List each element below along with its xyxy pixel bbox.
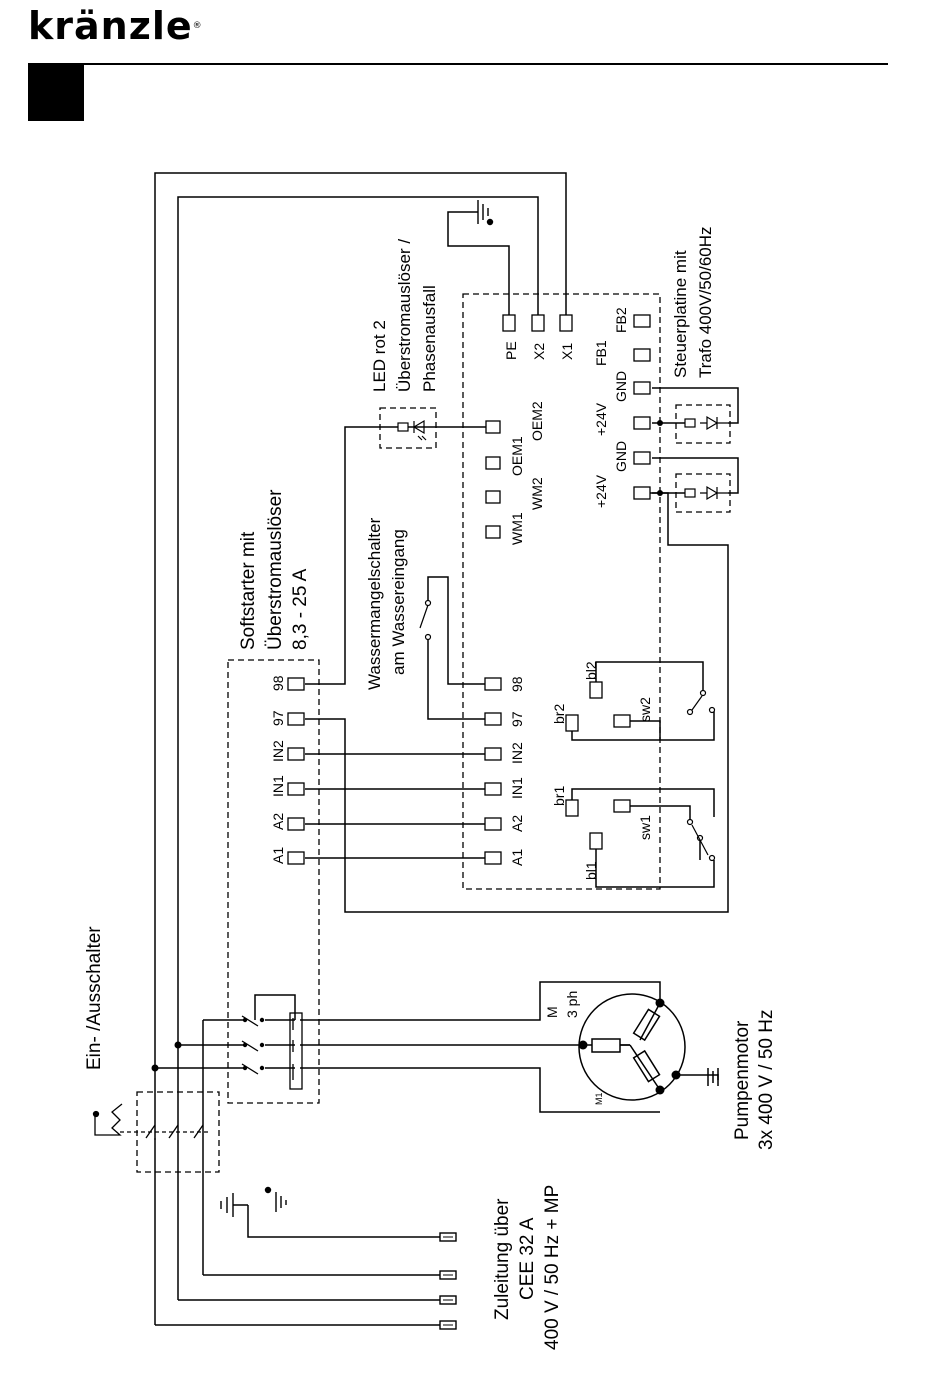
board-term-a1: A1: [509, 849, 525, 866]
board-term-in2: IN2: [509, 742, 525, 764]
motor-tag: M1: [594, 1092, 604, 1105]
softstarter-label-2: Überstromauslöser: [265, 489, 286, 650]
motor-phase-label: 3 ph: [564, 991, 580, 1018]
terminals: [287, 314, 651, 865]
main-switch-label: Ein- /Ausschalter: [84, 926, 105, 1070]
control-board-frame: [462, 293, 661, 890]
board-term-24v-b: +24V: [593, 474, 609, 508]
led-label-3: Phasenausfall: [420, 285, 439, 392]
header-rule: [28, 63, 888, 65]
pump-motor-symbol: [578, 993, 719, 1101]
control-board-label-1: Steuerplatine mit: [671, 250, 690, 378]
wire-l2: [177, 196, 539, 1300]
pump-motor-label-2: 3x 400 V / 50 Hz: [756, 1010, 777, 1150]
board-term-wm2: WM2: [529, 477, 545, 510]
pe-ground-icon: [220, 1186, 287, 1217]
ss-term-in1: IN1: [270, 775, 286, 797]
ps1-br: br1: [551, 786, 567, 806]
led-label-1: LED rot 2: [370, 320, 389, 392]
ps1-bl: bl1: [583, 861, 599, 880]
ps2-sw: sw2: [637, 697, 653, 722]
junctions: [151, 420, 681, 1095]
led-24v-a-icon: [684, 415, 728, 431]
motor-m-label: M: [544, 1006, 560, 1018]
board-ground-icon: [477, 200, 494, 226]
led-frame-24v-b: [675, 473, 731, 513]
section-marker: [28, 65, 84, 121]
softstarter-frame: [227, 659, 320, 1104]
supply-label-2: CEE 32 A: [517, 1217, 538, 1300]
ss-term-in2: IN2: [270, 740, 286, 762]
pressure-switch-contacts: [686, 689, 716, 862]
board-term-fb2: FB2: [613, 307, 629, 333]
board-term-24v-a: +24V: [593, 402, 609, 436]
main-switch-symbol: [92, 1103, 208, 1140]
board-term-fb1: FB1: [593, 340, 609, 366]
ss-term-a1: A1: [270, 847, 286, 864]
trademark-sign: ®: [192, 21, 203, 31]
board-term-in1: IN1: [509, 777, 525, 799]
led-frame: [379, 407, 437, 449]
dashed-frames: [136, 293, 731, 1173]
led-frame-24v-a: [675, 404, 731, 444]
motor-ground-icon: [707, 1068, 719, 1086]
brand-logo: kränzle®: [28, 6, 203, 46]
wire-l1: [154, 172, 567, 1325]
led-24v-b-icon: [684, 485, 728, 501]
board-term-97: 97: [509, 711, 525, 727]
ss-term-97: 97: [270, 710, 286, 726]
softstarter-label-3: 8,3 - 25 A: [290, 568, 311, 650]
board-term-gnd-b: GND: [613, 441, 629, 472]
ss-term-98: 98: [270, 675, 286, 691]
softstarter-label-1: Softstarter mit: [238, 531, 259, 650]
softstarter-element: [289, 1012, 303, 1090]
led-red-2-icon: [397, 419, 427, 441]
brand-name: kränzle: [28, 4, 193, 48]
pump-motor-label-1: Pumpenmotor: [732, 1020, 753, 1140]
supply-label-3: 400 V / 50 Hz + MP: [542, 1185, 563, 1350]
ps1-sw: sw1: [637, 815, 653, 840]
board-term-a2: A2: [509, 815, 525, 832]
supply-label-1: Zuleitung über: [492, 1198, 513, 1320]
supply-plug: [439, 1232, 457, 1330]
board-term-oem1: OEM1: [509, 436, 525, 476]
board-term-x2: X2: [531, 343, 547, 360]
board-term-gnd-a: GND: [613, 371, 629, 402]
board-term-oem2: OEM2: [529, 401, 545, 441]
board-term-wm1: WM1: [509, 512, 525, 545]
water-switch-label-2: am Wassereingang: [389, 529, 408, 675]
board-term-98: 98: [509, 676, 525, 692]
wires: [154, 172, 739, 1326]
ps2-bl: bl2: [583, 661, 599, 680]
board-term-pe: PE: [503, 341, 519, 360]
wire-pe: [247, 1205, 440, 1238]
water-switch-label-1: Wassermangelschalter: [365, 517, 384, 690]
ss-term-a2: A2: [270, 813, 286, 830]
ps2-br: br2: [551, 704, 567, 724]
led-label-2: Überstromauslöser /: [395, 239, 414, 392]
water-switch-contact: [419, 599, 432, 641]
board-term-x1: X1: [559, 343, 575, 360]
control-board-label-2: Trafo 400V/50/60Hz: [696, 226, 715, 378]
